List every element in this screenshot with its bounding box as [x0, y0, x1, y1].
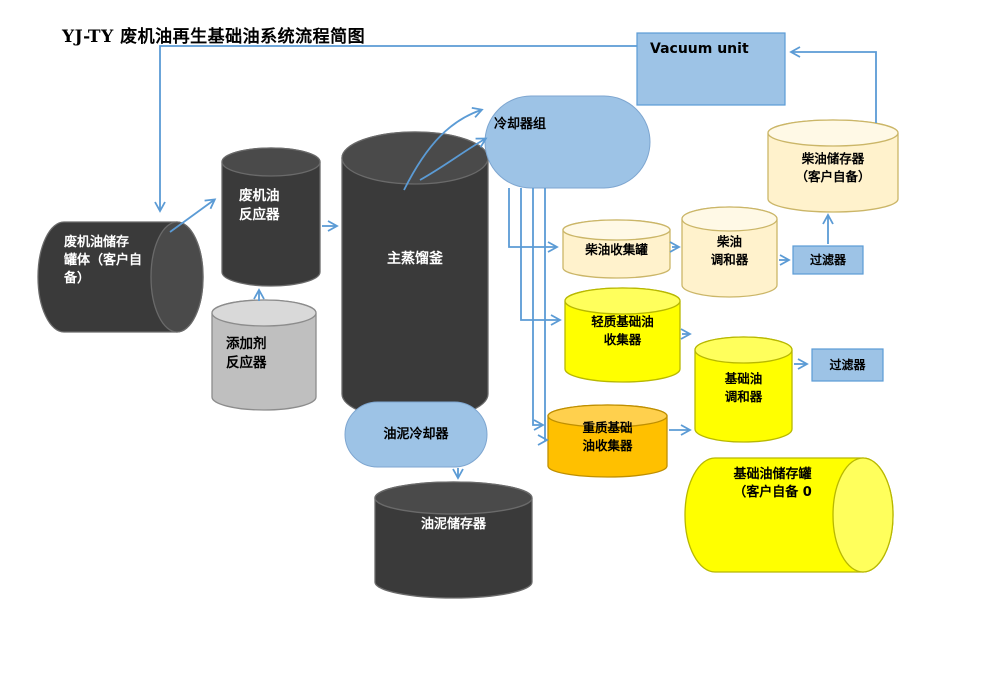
- filter-2-label: 过滤器: [829, 358, 866, 372]
- additive-reactor: [211, 299, 317, 411]
- main-distillation-kettle: [341, 131, 489, 421]
- heavy-base-oil-collector: [547, 404, 668, 478]
- main-distillation-kettle-label: 主蒸馏釜: [387, 251, 443, 267]
- diesel-blender-label: 柴油 调和器: [710, 234, 749, 267]
- waste-oil-reactor-label: 废机油 反应器: [239, 188, 280, 223]
- waste-oil-storage-tank-label: 废机油储存 罐体（客户自 备）: [64, 235, 143, 287]
- sludge-cooler: [344, 401, 488, 468]
- diagram-title: YJ-TY 废机油再生基础油系统流程简图: [62, 27, 366, 47]
- filter-1: [792, 245, 864, 275]
- arrow-cooler-to-heavy-collector-2: [537, 188, 549, 446]
- cooler-group: [484, 95, 651, 189]
- sludge-cooler-label: 油泥冷却器: [383, 427, 449, 442]
- light-base-oil-collector-label: 轻质基础油 收集器: [591, 314, 654, 347]
- filter-2: [811, 348, 884, 382]
- diesel-storage: [767, 119, 899, 213]
- diesel-collection-tank-label: 柴油收集罐: [585, 242, 648, 257]
- base-oil-storage-tank-label: 基础油储存罐 （客户自备 0: [733, 467, 812, 501]
- arrow-kettle-to-cooler-2: [419, 137, 488, 181]
- diesel-storage-label: 柴油储存器 （客户自备）: [795, 151, 871, 184]
- base-oil-storage-tank: [684, 457, 894, 573]
- diesel-collection-tank: [562, 219, 671, 279]
- additive-reactor-label: 添加剂 反应器: [226, 336, 267, 371]
- arrow-cooler-to-heavy-collector-1: [532, 188, 545, 431]
- arrow-cooler-to-light-collector: [520, 188, 562, 326]
- light-base-oil-collector: [564, 287, 681, 383]
- cooler-group-label: 冷却器组: [494, 117, 547, 132]
- arrow-vacuum-to-waste-tank: [154, 45, 637, 213]
- arrow-waste-tank-to-reactor: [169, 198, 217, 233]
- sludge-storage: [374, 481, 533, 599]
- heavy-base-oil-collector-label: 重质基础 油收集器: [582, 420, 633, 453]
- base-oil-blender: [694, 336, 793, 443]
- diesel-blender: [681, 206, 778, 298]
- vacuum-unit-label: Vacuum unit: [650, 41, 749, 57]
- arrow-diesel-storage-to-vacuum: [789, 46, 877, 123]
- vacuum-unit: [636, 32, 786, 106]
- waste-oil-reactor: [221, 147, 321, 287]
- arrow-cooler-to-diesel-collection: [508, 188, 559, 253]
- arrow-kettle-to-cooler-1: [403, 106, 484, 191]
- base-oil-blender-label: 基础油 调和器: [724, 371, 763, 404]
- sludge-storage-label: 油泥储存器: [420, 517, 486, 532]
- waste-oil-storage-tank: [37, 221, 204, 333]
- filter-1-label: 过滤器: [809, 253, 846, 267]
